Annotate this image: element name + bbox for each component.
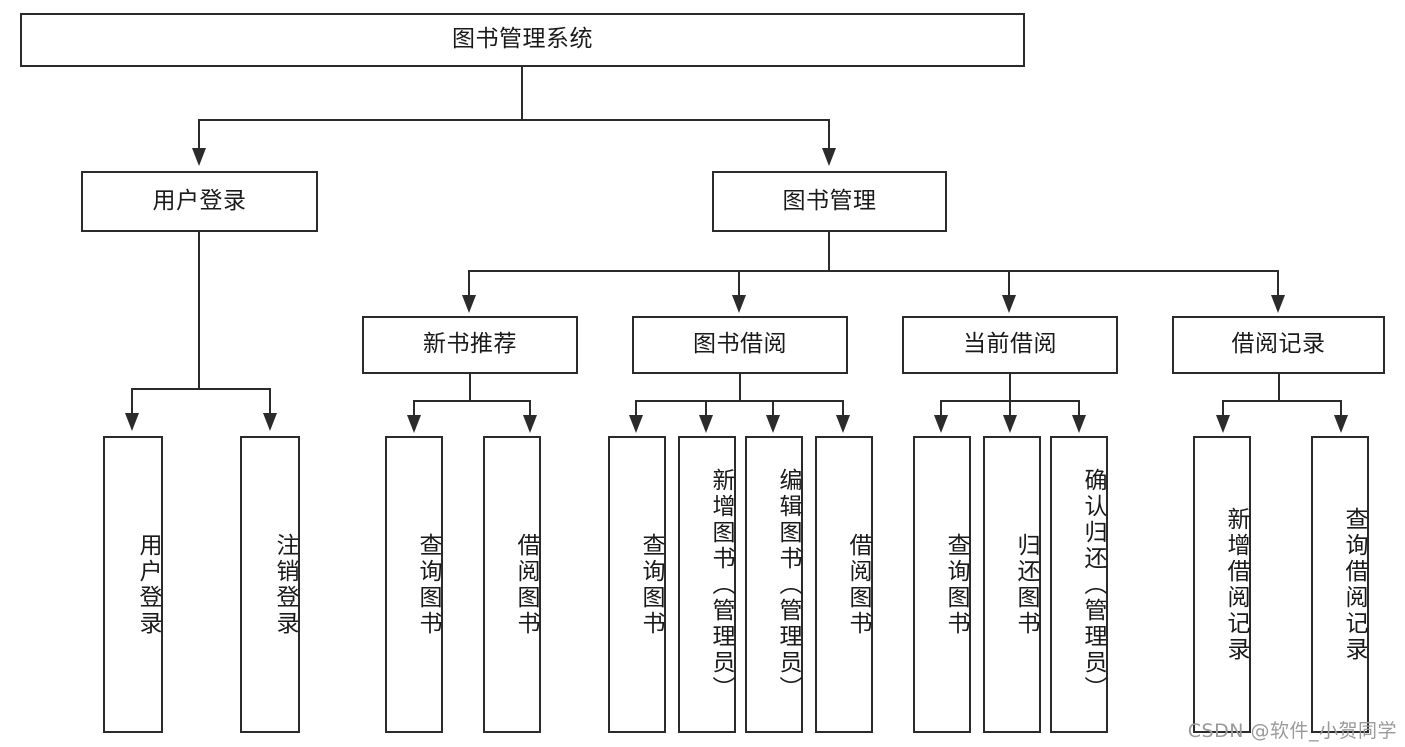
node-current-borrow[interactable]: 当前借阅: [902, 316, 1118, 374]
leaf-borrow-book-2[interactable]: 借阅图书: [815, 436, 873, 733]
arrow-book-borrow-to-leaf-1: [629, 415, 643, 433]
edge-book-borrow-bus: [635, 400, 844, 402]
leaf-query-book-3[interactable]: 查询图书: [913, 436, 971, 733]
leaf-confirm-return[interactable]: 确认归还（管理员）: [1050, 436, 1108, 733]
edge-user-login-bus: [131, 388, 271, 390]
edge-borrow-record-bus: [1222, 400, 1342, 402]
arrow-current-borrow-to-leaf-2: [1003, 415, 1017, 433]
arrow-root-to-book-management: [822, 148, 836, 166]
arrow-new-book-to-leaf-2: [523, 415, 537, 433]
leaf-borrow-book-2-label: 借阅图书: [845, 532, 871, 637]
edge-current-borrow-trunk: [1009, 374, 1011, 401]
edge-book-borrow-to-leaf-1: [635, 400, 637, 418]
arrow-bm-to-current-borrow: [1002, 295, 1016, 313]
edge-bm-to-borrow-record: [1277, 270, 1279, 298]
arrow-current-borrow-to-leaf-3: [1072, 415, 1086, 433]
arrow-bm-to-new-book: [462, 295, 476, 313]
node-new-book-recommend[interactable]: 新书推荐: [362, 316, 578, 374]
node-user-login[interactable]: 用户登录: [81, 171, 318, 232]
edge-current-borrow-to-leaf-1: [940, 400, 942, 418]
node-borrow-record[interactable]: 借阅记录: [1172, 316, 1385, 374]
edge-new-book-to-leaf-2: [529, 400, 531, 418]
edge-new-book-trunk: [469, 374, 471, 401]
node-root[interactable]: 图书管理系统: [20, 13, 1025, 67]
node-borrow-record-label: 借阅记录: [1231, 331, 1326, 358]
arrow-bm-to-borrow-record: [1271, 295, 1285, 313]
arrow-current-borrow-to-leaf-1: [934, 415, 948, 433]
leaf-add-record-label: 新增借阅记录: [1223, 506, 1249, 663]
node-current-borrow-label: 当前借阅: [963, 331, 1057, 358]
edge-book-management-trunk: [828, 232, 830, 271]
leaf-query-book-2[interactable]: 查询图书: [608, 436, 666, 733]
leaf-add-book-label: 新增图书（管理员）: [708, 467, 734, 702]
leaf-logout-login[interactable]: 注销登录: [240, 436, 300, 733]
edge-root-trunk: [521, 67, 523, 120]
node-new-book-recommend-label: 新书推荐: [423, 331, 517, 358]
leaf-query-book-1-label: 查询图书: [415, 532, 441, 637]
leaf-user-login[interactable]: 用户登录: [103, 436, 163, 733]
edge-user-login-trunk: [198, 232, 200, 389]
edge-bm-to-current-borrow: [1008, 270, 1010, 298]
edge-bm-to-book-borrow: [738, 270, 740, 298]
edge-book-borrow-trunk: [739, 374, 741, 401]
edge-borrow-record-to-leaf-1: [1222, 400, 1224, 418]
edge-book-management-bus: [468, 270, 1279, 272]
arrow-borrow-record-to-leaf-2: [1334, 415, 1348, 433]
leaf-edit-book-label: 编辑图书（管理员）: [775, 467, 801, 702]
edge-borrow-record-to-leaf-2: [1340, 400, 1342, 418]
leaf-query-book-2-label: 查询图书: [638, 532, 664, 637]
leaf-borrow-book-1-label: 借阅图书: [513, 532, 539, 637]
node-user-login-label: 用户登录: [152, 187, 247, 214]
watermark-text: CSDN @软件_小贺同学: [1187, 720, 1397, 742]
edge-user-login-to-leaf-1: [131, 388, 133, 416]
edge-root-to-user-login: [198, 119, 200, 151]
arrow-book-borrow-to-leaf-2: [699, 415, 713, 433]
node-root-label: 图书管理系统: [452, 26, 593, 53]
arrow-book-borrow-to-leaf-3: [766, 415, 780, 433]
leaf-user-login-label: 用户登录: [135, 532, 161, 637]
edge-root-bus: [198, 119, 830, 121]
edge-book-borrow-to-leaf-2: [705, 400, 707, 418]
arrow-user-login-to-leaf-1: [125, 413, 139, 431]
leaf-add-book[interactable]: 新增图书（管理员）: [678, 436, 736, 733]
edge-book-borrow-to-leaf-3: [772, 400, 774, 418]
node-book-borrow[interactable]: 图书借阅: [632, 316, 848, 374]
node-book-borrow-label: 图书借阅: [693, 331, 787, 358]
edge-current-borrow-to-leaf-3: [1078, 400, 1080, 418]
edge-book-borrow-to-leaf-4: [842, 400, 844, 418]
edge-bm-to-new-book: [468, 270, 470, 298]
edge-new-book-bus: [413, 400, 531, 402]
edge-current-borrow-to-leaf-2: [1009, 400, 1011, 418]
leaf-logout-login-label: 注销登录: [272, 532, 298, 637]
arrow-new-book-to-leaf-1: [407, 415, 421, 433]
node-book-management[interactable]: 图书管理: [712, 171, 947, 232]
leaf-query-book-1[interactable]: 查询图书: [385, 436, 443, 733]
arrow-bm-to-book-borrow: [732, 295, 746, 313]
arrow-book-borrow-to-leaf-4: [836, 415, 850, 433]
leaf-query-record[interactable]: 查询借阅记录: [1311, 436, 1369, 733]
edge-new-book-to-leaf-1: [413, 400, 415, 418]
leaf-query-book-3-label: 查询图书: [943, 532, 969, 637]
arrow-borrow-record-to-leaf-1: [1216, 415, 1230, 433]
node-book-management-label: 图书管理: [782, 187, 877, 214]
leaf-return-book[interactable]: 归还图书: [983, 436, 1041, 733]
edge-user-login-to-leaf-2: [269, 388, 271, 416]
leaf-query-record-label: 查询借阅记录: [1341, 506, 1367, 663]
leaf-return-book-label: 归还图书: [1013, 532, 1039, 637]
edge-root-to-book-management: [828, 119, 830, 151]
leaf-confirm-return-label: 确认归还（管理员）: [1080, 467, 1106, 702]
arrow-root-to-user-login: [192, 148, 206, 166]
leaf-add-record[interactable]: 新增借阅记录: [1193, 436, 1251, 733]
arrow-user-login-to-leaf-2: [263, 413, 277, 431]
leaf-edit-book[interactable]: 编辑图书（管理员）: [745, 436, 803, 733]
leaf-borrow-book-1[interactable]: 借阅图书: [483, 436, 541, 733]
edge-borrow-record-trunk: [1278, 374, 1280, 401]
